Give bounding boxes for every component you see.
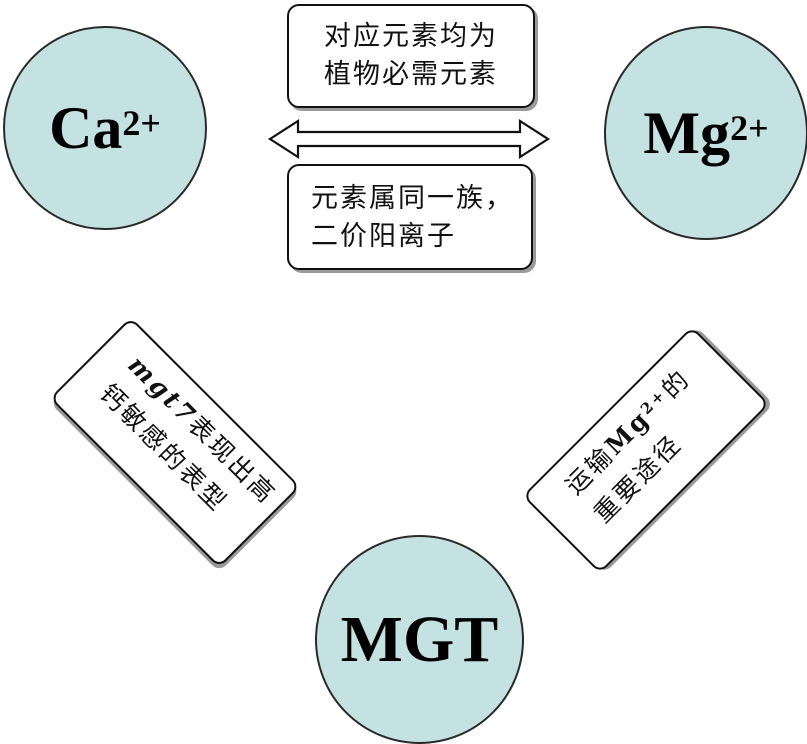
ca-mg-double-arrow xyxy=(267,118,551,160)
bottom-box-line-1: 元素属同一族， xyxy=(311,183,514,214)
mgt-label: MGT xyxy=(340,602,499,676)
mg-ion-symbol: Mg xyxy=(643,99,731,166)
bottom-box-line-2: 二价阳离子 xyxy=(311,221,456,252)
top-box-line-2: 植物必需元素 xyxy=(324,59,498,90)
ca-ion-symbol: Ca xyxy=(49,94,123,161)
same-group-cation-box: 元素属同一族， 二价阳离子 xyxy=(287,164,533,270)
mg-ion-charge: 2+ xyxy=(730,107,769,148)
shared-essential-element-box: 对应元素均为 植物必需元素 xyxy=(287,4,535,108)
ca-ion-charge: 2+ xyxy=(122,102,161,143)
mgt-node: MGT xyxy=(315,535,524,744)
top-box-line-1: 对应元素均为 xyxy=(324,21,498,52)
